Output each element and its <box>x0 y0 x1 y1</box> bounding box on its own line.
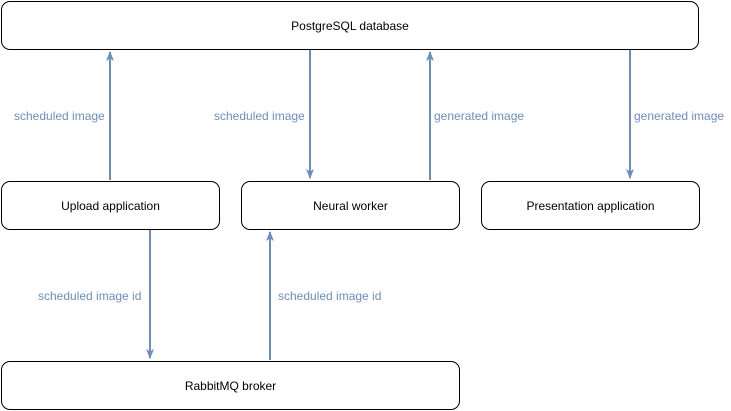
edge-label-upload-to-db: scheduled image <box>14 109 105 123</box>
rabbitmq-broker-node[interactable]: RabbitMQ broker <box>1 361 460 410</box>
edge-label-broker-to-neural: scheduled image id <box>278 289 382 303</box>
presentation-application-node[interactable]: Presentation application <box>481 181 700 230</box>
neural-worker-node[interactable]: Neural worker <box>241 181 460 230</box>
upload-application-node[interactable]: Upload application <box>1 181 220 230</box>
node-label: Neural worker <box>313 198 388 213</box>
edge-label-db-to-neural: scheduled image <box>214 109 305 123</box>
edge-label-db-to-presentation: generated image <box>634 109 725 123</box>
node-label: PostgreSQL database <box>291 18 409 33</box>
node-label: Upload application <box>61 198 160 213</box>
node-label: Presentation application <box>526 198 655 213</box>
node-label: RabbitMQ broker <box>184 378 277 393</box>
edge-label-upload-to-broker: scheduled image id <box>38 289 142 303</box>
postgresql-database-node[interactable]: PostgreSQL database <box>1 1 699 50</box>
edge-label-neural-to-db: generated image <box>434 109 525 123</box>
